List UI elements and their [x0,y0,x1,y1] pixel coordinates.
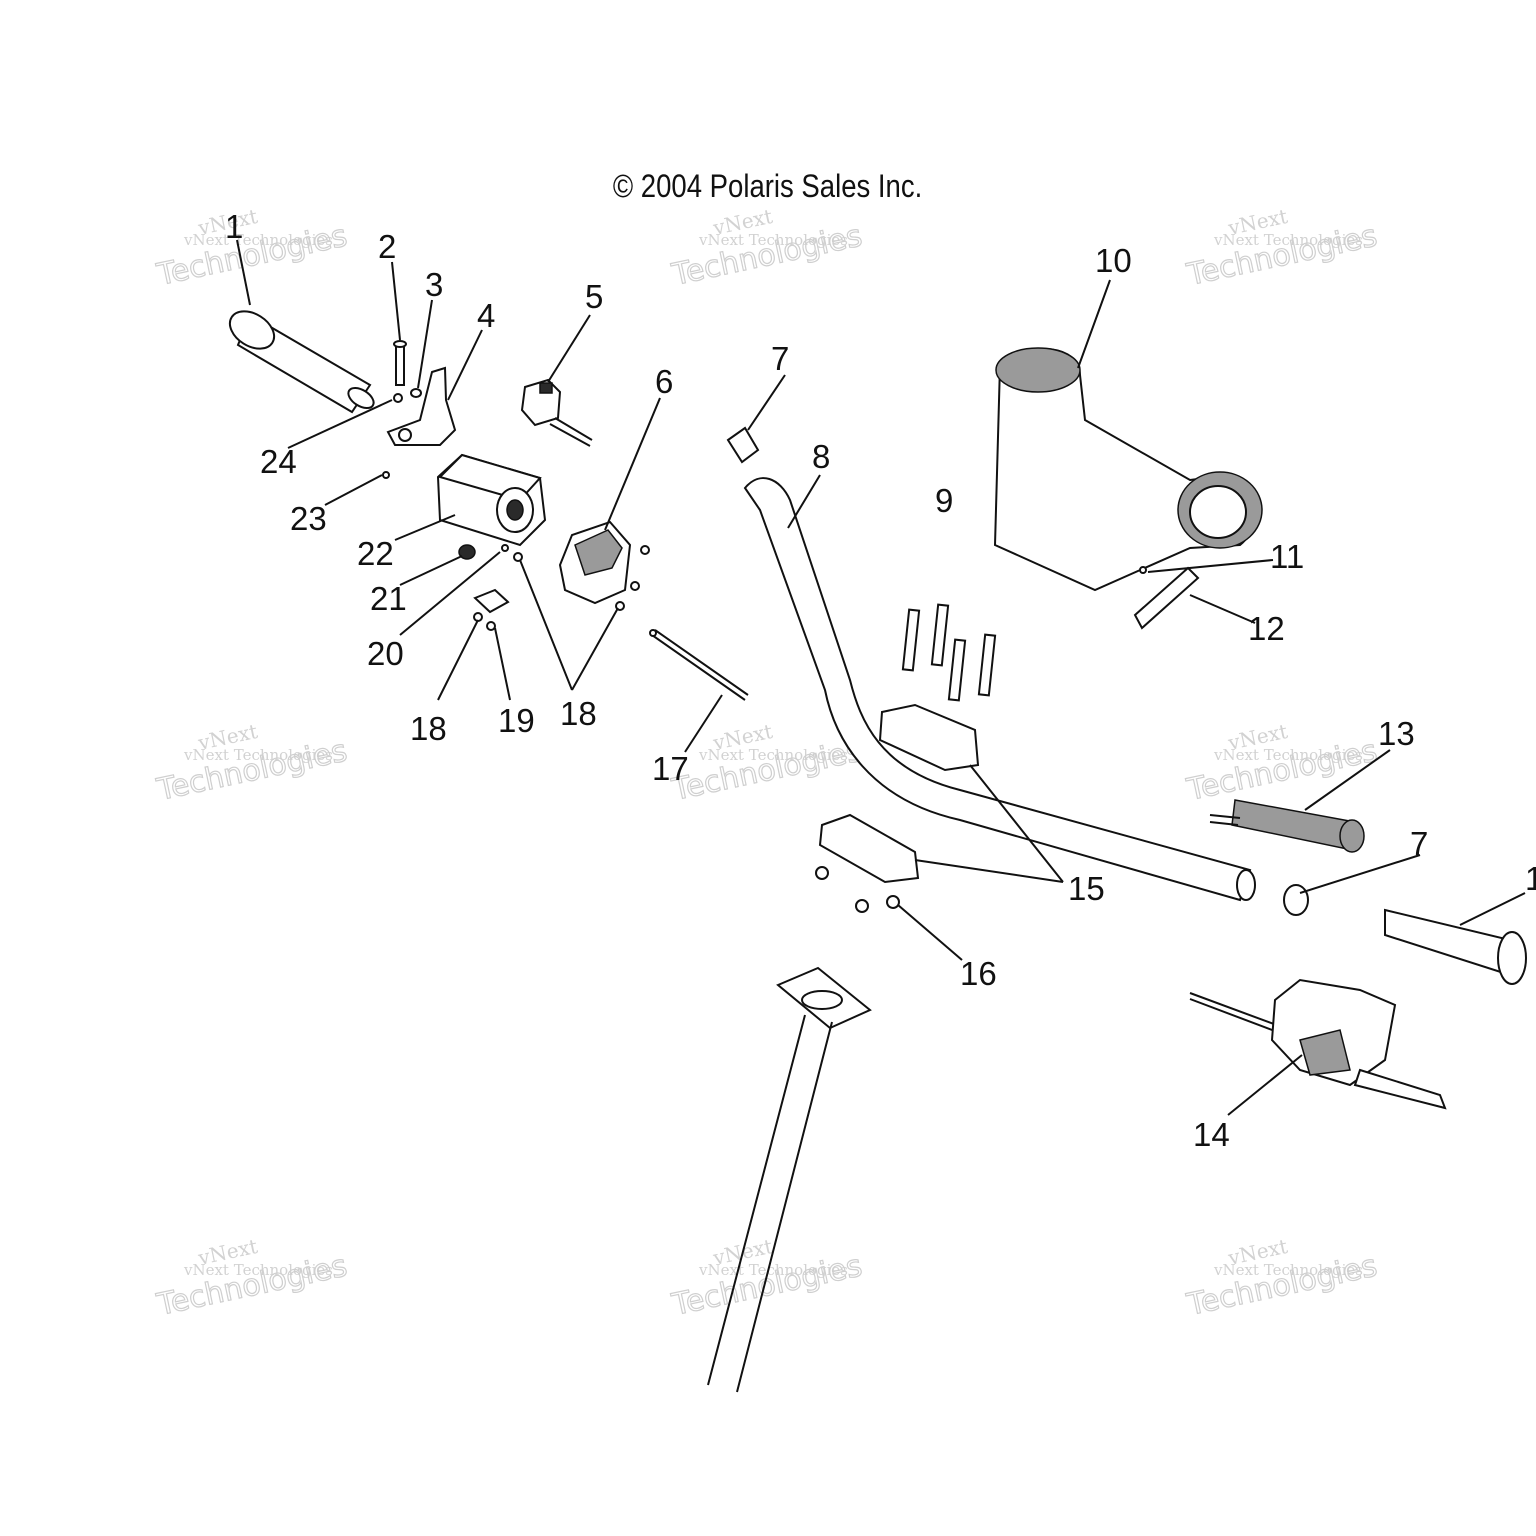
svg-text:vNext Technologies: vNext Technologies [183,1261,333,1279]
part-23-clip [382,471,390,479]
part-10-handlebar-pad [993,347,1263,592]
part-7-end-plug-b [1283,884,1309,916]
part-9-bolts [901,603,997,702]
part-20-screw [501,544,509,552]
callout-15: 15 [1068,870,1105,907]
part-7-end-plug-a [726,426,760,464]
callout-8: 8 [812,438,830,475]
watermark-bottom-left: vNext vNext Technologies Technologies [153,1234,351,1324]
callout-7-right: 7 [1410,825,1428,862]
callout-17: 17 [652,750,689,787]
svg-text:Technologies: Technologies [153,734,350,809]
callout-1-right: 1 [1525,860,1536,897]
svg-text:vNext Technologies: vNext Technologies [1213,746,1363,764]
callout-22: 22 [357,535,394,572]
part-17-cable [649,629,749,701]
watermark-mid-left: vNext vNext Technologies Technologies [153,719,351,809]
svg-text:vNext Technologies: vNext Technologies [1213,1261,1363,1279]
callout-4: 4 [477,297,495,334]
watermark-mid-right: vNext vNext Technologies Technologies [1183,719,1381,809]
callout-10: 10 [1095,242,1132,279]
callout-numbers: 1 1 2 3 4 5 6 7 7 8 9 10 11 12 13 14 15 … [225,208,1536,1153]
part-24-washer [393,393,403,403]
callout-23: 23 [290,500,327,537]
part-6-throttle-cover [558,520,650,611]
part-16-nuts [815,866,900,913]
copyright-text: © 2004 Polaris Sales Inc. [612,168,923,204]
callout-6: 6 [655,363,673,400]
part-2-pin [393,340,407,386]
svg-text:vNext Technologies: vNext Technologies [698,746,848,764]
part-1-left-grip [228,310,375,414]
callout-12: 12 [1248,610,1285,647]
part-22-throttle-housing [436,453,547,547]
callout-18-left: 18 [410,710,447,747]
part-5-switch [520,378,593,447]
callout-1: 1 [225,208,243,245]
watermark-top-center: vNext vNext Technologies Technologies [668,204,866,294]
part-13-grip [1209,799,1365,853]
svg-text:Technologies: Technologies [668,219,865,294]
svg-text:Technologies: Technologies [1183,734,1380,809]
watermark-group: vNext vNext Technologies Technologies vN… [153,204,1381,1324]
callout-2: 2 [378,228,396,265]
svg-text:Technologies: Technologies [153,1249,350,1324]
part-21-plug [458,544,476,560]
part-8-handlebar [743,477,1256,902]
svg-text:Technologies: Technologies [153,219,350,294]
part-12-strap [1133,566,1200,630]
callout-7-top: 7 [771,340,789,377]
watermark-bottom-right: vNext vNext Technologies Technologies [1183,1234,1381,1324]
steering-post [707,966,872,1393]
svg-text:vNext Technologies: vNext Technologies [698,231,848,249]
callout-5: 5 [585,278,603,315]
callout-19: 19 [498,702,535,739]
callout-18-center: 18 [560,695,597,732]
callout-14: 14 [1193,1116,1230,1153]
callout-13: 13 [1378,715,1415,752]
svg-text:Technologies: Technologies [1183,219,1380,294]
part-11-screw [1139,566,1147,574]
callout-20: 20 [367,635,404,672]
svg-text:vNext Technologies: vNext Technologies [1213,231,1363,249]
svg-text:Technologies: Technologies [1183,1249,1380,1324]
callout-9: 9 [935,482,953,519]
part-19-plate [473,588,510,631]
callout-3: 3 [425,266,443,303]
svg-text:Technologies: Technologies [668,734,865,809]
callout-21: 21 [370,580,407,617]
part-14-brake-lever [1189,978,1447,1110]
svg-text:vNext Technologies: vNext Technologies [183,231,333,249]
watermark-top-left: vNext vNext Technologies Technologies [153,204,351,294]
part-15-clamp-lower [818,813,920,884]
callout-24: 24 [260,443,297,480]
watermark-top-right: vNext vNext Technologies Technologies [1183,204,1381,294]
part-18-screw-a [513,552,523,562]
svg-text:Technologies: Technologies [668,1249,865,1324]
part-1-right-grip [1384,908,1527,985]
part-15-clamp-upper [878,703,980,772]
leader-lines [236,239,1526,1116]
callout-11: 11 [1270,538,1304,575]
svg-text:vNext Technologies: vNext Technologies [183,746,333,764]
svg-text:vNext Technologies: vNext Technologies [698,1261,848,1279]
part-3-washer [410,388,422,398]
part-4-bracket [386,366,457,446]
callout-16: 16 [960,955,997,992]
